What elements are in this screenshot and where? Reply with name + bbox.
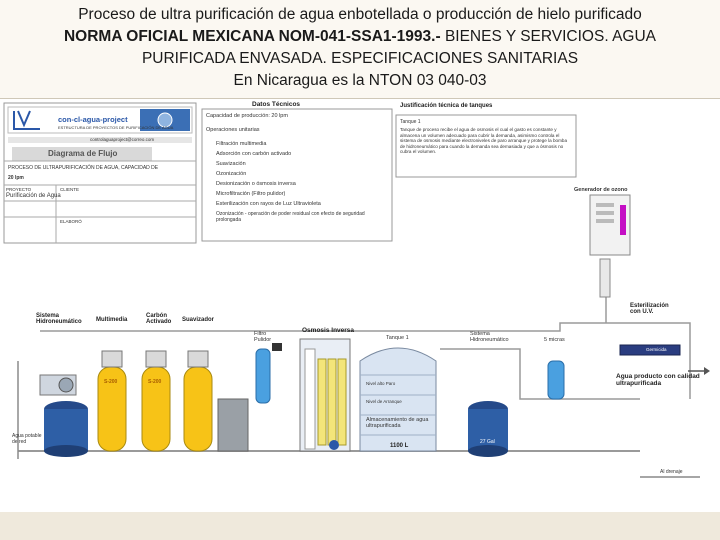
hydro-tank-1 bbox=[44, 409, 88, 451]
justificacion-title: Justificación técnica de tanques bbox=[400, 103, 493, 109]
label-sistema-hidro: Sistema Hidroneumático bbox=[36, 313, 82, 325]
op-8: Ozonización - operación de poder residua… bbox=[216, 211, 365, 223]
label-filtro-pulidor: Filtro Pulidor bbox=[254, 331, 272, 343]
op-1: Filtración multimedia bbox=[216, 141, 267, 147]
operaciones-title: Operaciones unitarias bbox=[206, 127, 260, 133]
header-line-2: NORMA OFICIAL MEXICANA NOM-041-SSA1-1993… bbox=[0, 26, 720, 48]
label-s200-a: S-200 bbox=[104, 379, 118, 385]
capacidad-produccion: Capacidad de producción: 20 lpm bbox=[206, 113, 288, 119]
op-2: Adsorción con carbón activado bbox=[216, 151, 292, 157]
label-agua-producto: Agua producto con calidad ultrapurificad… bbox=[616, 373, 700, 387]
diagram-svg bbox=[3, 102, 710, 478]
capacity: 20 lpm bbox=[8, 175, 24, 181]
norma-title: NORMA OFICIAL MEXICANA NOM-041-SSA1-1993… bbox=[63, 28, 441, 45]
footer-band bbox=[0, 512, 720, 540]
datos-tecnicos-box bbox=[201, 108, 393, 242]
flow-title: Diagrama de Flujo bbox=[48, 149, 118, 158]
upper-pipe bbox=[40, 322, 691, 399]
op-3: Suavización bbox=[216, 161, 246, 167]
op-4: Ozonización bbox=[216, 171, 247, 177]
logo-text: con-cl-agua-project bbox=[58, 115, 128, 124]
process-diagram: con-cl-agua-project ESTRUCTURA DE PROYEC… bbox=[0, 98, 720, 513]
label-carbon: Carbón Activado bbox=[146, 313, 172, 325]
norma-subtitle: BIENES Y SERVICIOS. AGUA bbox=[440, 28, 657, 45]
label-almacenamiento: Almacenamiento de agua ultrapurificada bbox=[366, 417, 429, 429]
label-5-micras: 5 micras bbox=[544, 337, 565, 343]
label-s200-b: S-200 bbox=[148, 379, 162, 385]
op-6: Microfiltración (Filtro pulidor) bbox=[216, 191, 286, 197]
header-line-3: PURIFICADA ENVASADA. ESPECIFICACIONES SA… bbox=[141, 50, 579, 67]
proyecto-label: PROYECTO bbox=[6, 187, 32, 192]
header-line-1: Proceso de ultra purificación de agua en… bbox=[78, 6, 642, 23]
label-tanque1: Tanque 1 bbox=[386, 335, 409, 341]
label-agua-potable: Agua potable de red bbox=[12, 433, 42, 445]
logo-subtitle: ESTRUCTURA DE PROYECTOS DE PURIFICACIÓN … bbox=[58, 125, 174, 130]
label-volumen: 1100 L bbox=[390, 443, 409, 449]
datos-tecnicos-title: Datos Técnicos bbox=[252, 101, 301, 108]
micron-filter bbox=[547, 360, 565, 400]
uv-lamp bbox=[619, 344, 681, 356]
label-nivel-alto: Nivel alto Paro bbox=[366, 381, 396, 386]
tanque1-text: Tanque de proceso recibe el agua de osmo… bbox=[400, 127, 567, 155]
label-esterilizacion: Esterilización con U.V. bbox=[630, 303, 669, 315]
label-generador-ozono: Generador de ozono bbox=[574, 187, 628, 193]
cliente-label: CLIENTE bbox=[60, 187, 80, 192]
op-7: Esterilización con rayos de Luz Ultravio… bbox=[216, 201, 321, 207]
label-multimedia: Multimedia bbox=[96, 317, 128, 323]
label-al-drenaje: Al drenaje bbox=[660, 469, 683, 475]
logo-email: controlaguaproject@correo.com bbox=[90, 137, 155, 142]
hydro-tank-2 bbox=[468, 409, 508, 451]
proyecto-value: Purificación de Agua bbox=[6, 193, 61, 199]
brine-tank bbox=[217, 398, 249, 452]
label-germicida: Germicida bbox=[646, 347, 667, 352]
justificacion-box bbox=[395, 114, 577, 178]
polish-filter bbox=[255, 348, 271, 404]
label-suavizador: Suavizador bbox=[182, 317, 215, 323]
storage-tank-1 bbox=[359, 347, 437, 452]
elaboro-label: ELABORÓ bbox=[60, 219, 82, 224]
label-osmosis: Osmosis Inversa bbox=[302, 327, 355, 334]
flow-title-band bbox=[12, 147, 152, 161]
label-sistema-hidro2: Sistema Hidroneumático bbox=[470, 331, 509, 343]
op-5: Desionización o ósmosis inversa bbox=[216, 181, 296, 187]
label-gal: 27 Gal bbox=[480, 439, 495, 445]
slide-header: Proceso de ultra purificación de agua en… bbox=[0, 0, 720, 98]
logo-icon bbox=[13, 110, 40, 130]
tanque1-label: Tanque 1 bbox=[400, 119, 421, 125]
project-title: PROCESO DE ULTRAPURIFICACIÓN DE AGUA, CA… bbox=[8, 165, 159, 171]
header-line-4: En Nicaragua es la NTON 03 040-03 bbox=[233, 72, 487, 89]
label-nivel-bajo: Nivel de Arranque bbox=[366, 399, 402, 404]
softener-tank bbox=[183, 366, 213, 452]
